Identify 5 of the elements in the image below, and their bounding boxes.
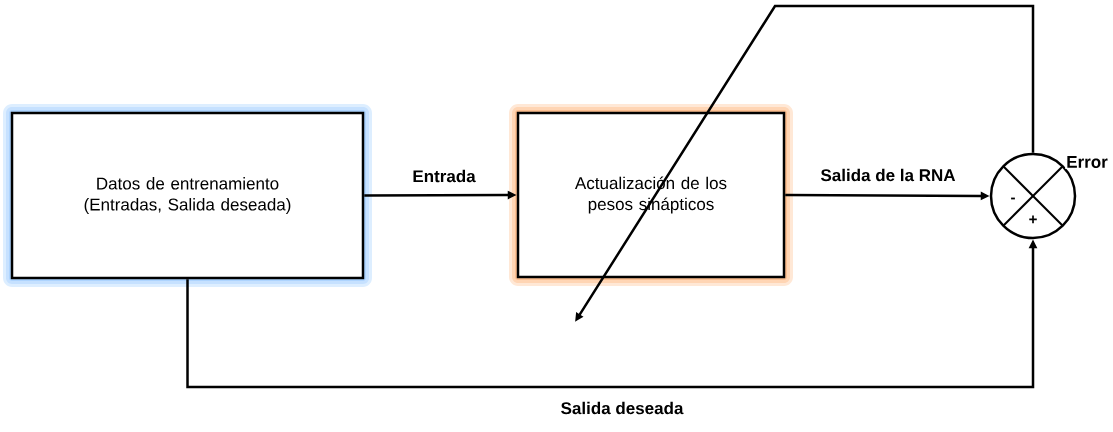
edge-label: Salida deseada [559, 400, 685, 416]
edge-label: Error [1065, 155, 1109, 169]
edge-label: Salida de la RNA [819, 167, 957, 183]
process-box: Datos de entrenamiento (Entradas, Salida deseada) [3, 104, 372, 287]
edge-label: Entrada [411, 168, 477, 184]
